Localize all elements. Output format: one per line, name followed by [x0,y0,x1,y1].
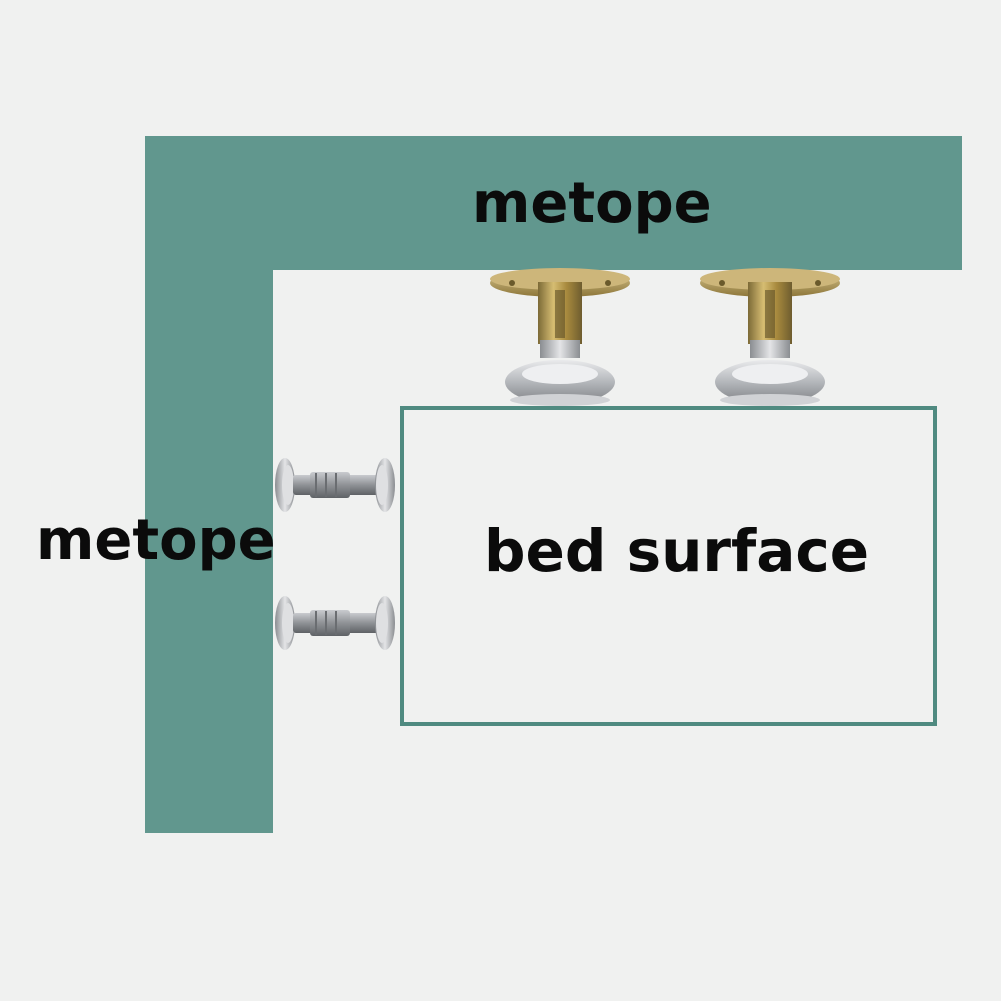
side-bumper-2 [275,596,395,650]
bed-surface-label: bed surface [484,517,870,585]
top-wall-label: metope [472,171,712,236]
top-bumper-2 [700,268,840,406]
top-bumper-1 [490,268,630,406]
bed-surface [400,406,937,726]
side-bumper-1 [275,458,395,512]
wall-shape [145,136,962,833]
left-wall-label: metope [36,508,276,573]
